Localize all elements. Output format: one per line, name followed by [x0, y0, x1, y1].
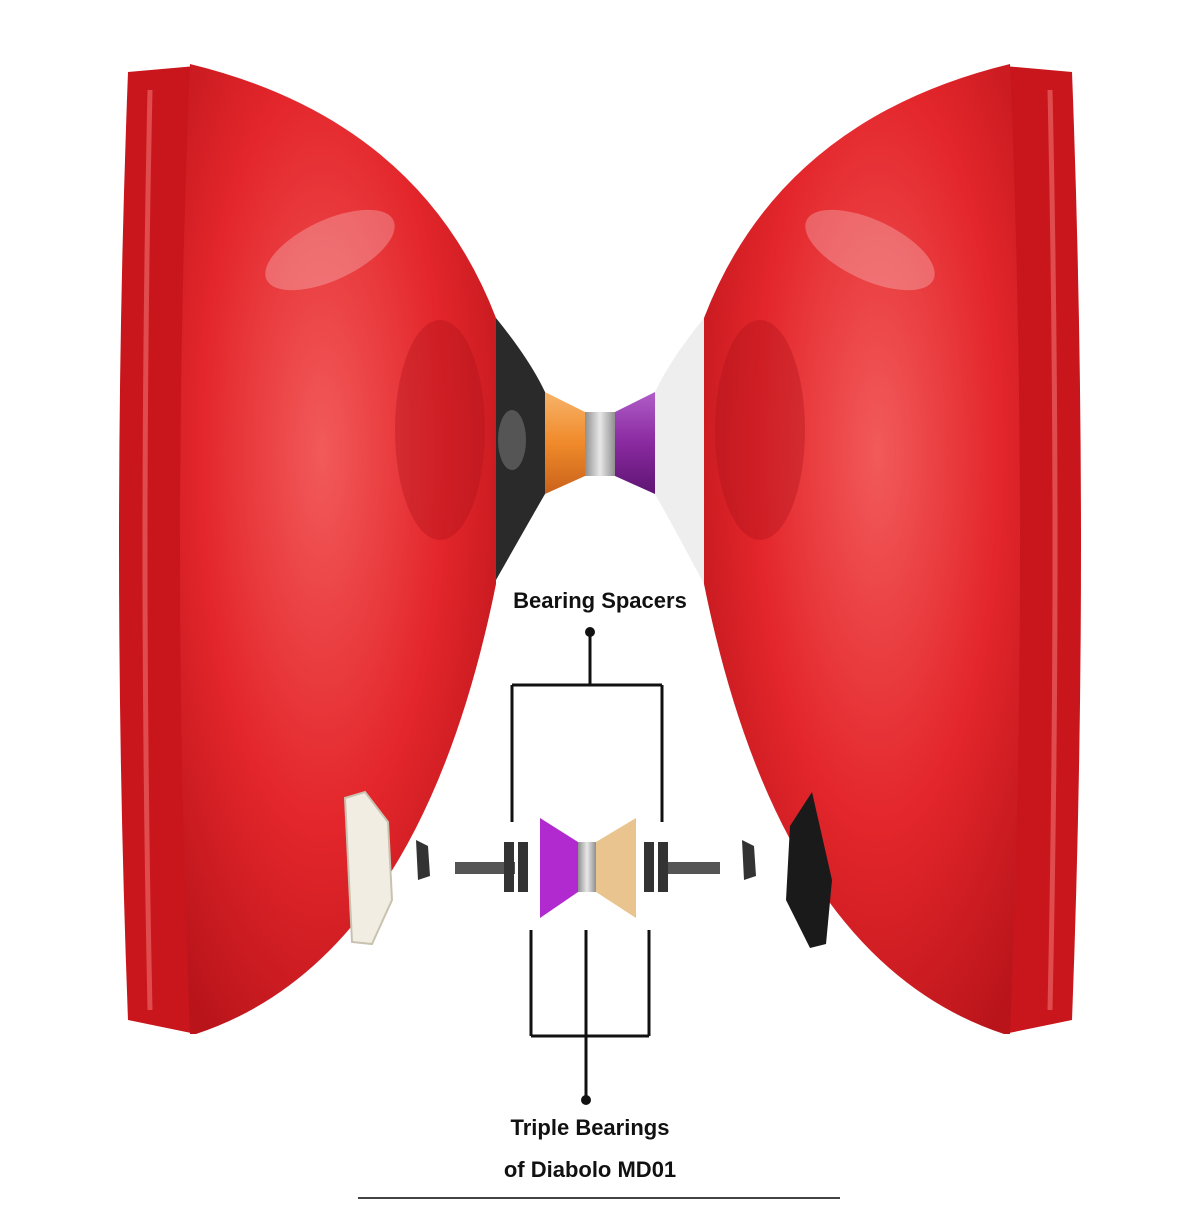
left-cup — [119, 64, 496, 1034]
diabolo-model-label: of Diabolo MD01 — [503, 1157, 677, 1182]
leader-lines — [358, 627, 840, 1199]
exploded-parts — [343, 790, 832, 948]
axle-assembly — [496, 318, 704, 584]
triple-bearings-label: Triple Bearings — [510, 1115, 670, 1140]
bearing-spacers-label: Bearing Spacers — [513, 588, 687, 613]
right-cup — [704, 64, 1081, 1034]
